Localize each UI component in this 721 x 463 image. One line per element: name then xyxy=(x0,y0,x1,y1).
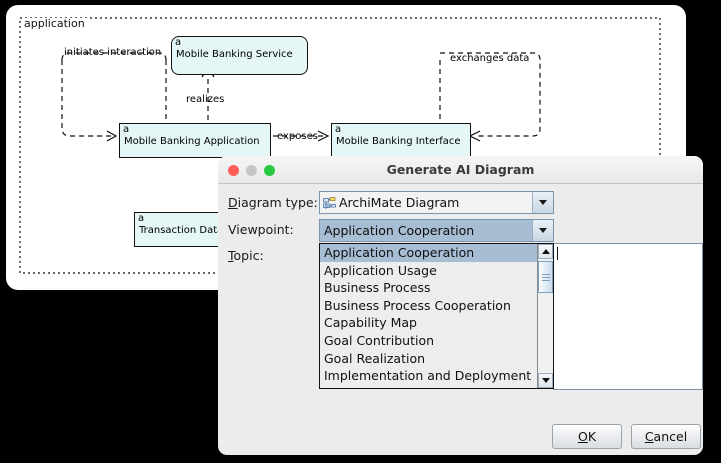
viewpoint-option[interactable]: Application Usage xyxy=(324,262,437,278)
element-stereotype: a xyxy=(138,213,145,224)
diagram-type-label-mnemonic: D xyxy=(228,195,238,210)
dialog-title: Generate AI Diagram xyxy=(386,162,535,177)
ok-button-mnemonic: O xyxy=(577,429,588,444)
viewpoint-option[interactable]: Implementation and Deployment xyxy=(324,368,532,384)
element-name: Mobile Banking Service xyxy=(176,49,293,60)
element-name: Mobile Banking Application xyxy=(124,136,260,147)
diagram-tree-icon xyxy=(323,196,338,210)
maximize-icon[interactable] xyxy=(264,165,275,176)
ok-button-rest: K xyxy=(587,429,597,444)
group-label-application: application xyxy=(22,17,87,30)
element-mobile-banking-interface[interactable]: a Mobile Banking Interface xyxy=(331,123,471,158)
viewpoint-value: Application Cooperation xyxy=(324,223,475,238)
topic-label-rest: opic: xyxy=(233,248,264,263)
scroll-up-icon[interactable] xyxy=(538,244,553,259)
diagram-type-combobox[interactable]: ArchiMate Diagram xyxy=(319,191,554,214)
viewpoint-option[interactable]: Capability Map xyxy=(324,315,417,331)
relation-label-exposes: exposes xyxy=(277,131,318,142)
topic-label: Topic: xyxy=(228,248,264,263)
close-icon[interactable] xyxy=(228,165,239,176)
generate-ai-diagram-dialog: Generate AI Diagram Diagram type: Viewpo… xyxy=(218,156,703,455)
viewpoint-list-scrollbar[interactable] xyxy=(537,244,553,388)
relation-label-realizes: realizes xyxy=(186,94,225,105)
element-name: Mobile Banking Interface xyxy=(336,136,461,147)
viewpoint-option[interactable]: Goal Contribution xyxy=(324,332,435,348)
element-stereotype: a xyxy=(123,124,130,135)
element-mobile-banking-service[interactable]: a Mobile Banking Service xyxy=(171,36,308,75)
chevron-down-icon[interactable] xyxy=(532,220,553,241)
viewpoint-option[interactable]: Business Process Cooperation xyxy=(324,297,511,313)
text-caret xyxy=(557,247,558,260)
diagram-type-label-rest: iagram type: xyxy=(237,195,318,210)
viewpoint-label: Viewpoint: xyxy=(228,222,294,237)
viewpoint-combobox[interactable]: Application Cooperation xyxy=(319,219,554,242)
relation-label-initiates-interaction: initiates interaction xyxy=(64,47,162,58)
relation-label-exchanges-data: exchanges data xyxy=(450,53,530,64)
dialog-titlebar[interactable]: Generate AI Diagram xyxy=(218,156,703,184)
element-stereotype: a xyxy=(335,124,342,135)
viewpoint-option[interactable]: Business Process xyxy=(324,280,431,296)
diagram-type-value: ArchiMate Diagram xyxy=(339,195,460,210)
cancel-button-rest: ancel xyxy=(653,429,688,444)
minimize-icon[interactable] xyxy=(246,165,257,176)
viewpoint-option[interactable]: Goal Realization xyxy=(324,350,426,366)
scroll-down-icon[interactable] xyxy=(538,373,553,388)
element-mobile-banking-application[interactable]: a Mobile Banking Application xyxy=(119,123,271,158)
diagram-canvas[interactable]: application a Mobile Banking Service a M… xyxy=(6,5,686,290)
viewpoint-option[interactable]: Application Cooperation xyxy=(320,244,537,262)
cancel-button-mnemonic: C xyxy=(644,429,654,444)
scrollbar-thumb[interactable] xyxy=(538,261,553,293)
diagram-type-label: Diagram type: xyxy=(228,195,318,210)
element-stereotype: a xyxy=(175,37,182,48)
element-name: Transaction Data xyxy=(139,225,224,236)
chevron-down-icon[interactable] xyxy=(532,192,553,213)
topic-label-mnemonic: T xyxy=(228,248,234,263)
topic-input[interactable] xyxy=(553,243,703,390)
